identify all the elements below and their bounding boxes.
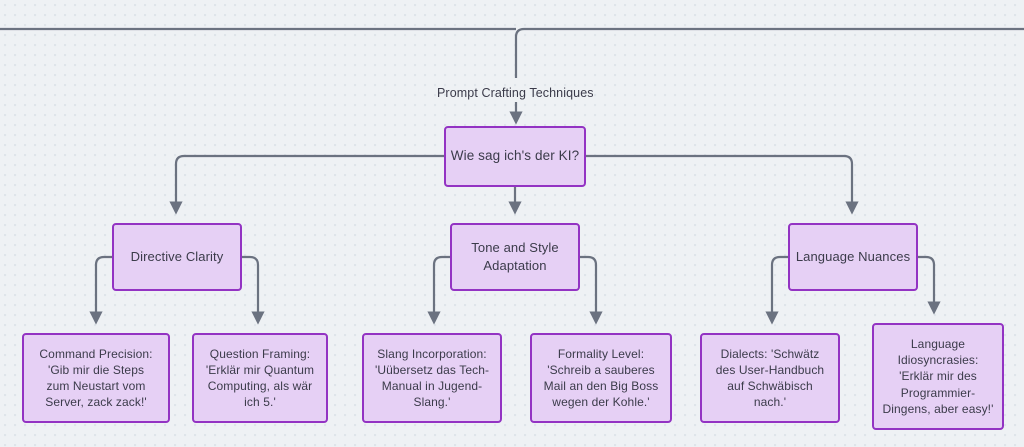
edge-branch-1-to-leaf-0 xyxy=(427,255,450,325)
edge-branch-0-to-leaf-1 xyxy=(242,255,265,325)
edge-branch-2-to-leaf-0 xyxy=(765,255,788,325)
edge-branch-1-to-leaf-1 xyxy=(580,255,603,325)
node-leaf-dialects[interactable]: Dialects: 'Schwätz des User-Handbuch auf… xyxy=(700,333,840,423)
node-leaf-question-framing[interactable]: Question Framing: 'Erklär mir Quantum Co… xyxy=(192,333,328,423)
node-leaf-language-idiosyncrasies[interactable]: Language Idiosyncrasies: 'Erklär mir des… xyxy=(872,323,1004,430)
edge-branch-0-to-leaf-0 xyxy=(89,255,112,325)
node-leaf-formality-level[interactable]: Formality Level: 'Schreib a sauberes Mai… xyxy=(530,333,672,423)
edge-top-rail xyxy=(514,27,1024,78)
node-branch-language-nuances[interactable]: Language Nuances xyxy=(788,223,918,291)
diagram-title-label: Prompt Crafting Techniques xyxy=(437,86,594,100)
node-branch-directive-clarity[interactable]: Directive Clarity xyxy=(112,223,242,291)
node-branch-tone-and-style-adaptation[interactable]: Tone and Style Adaptation xyxy=(450,223,580,291)
node-root[interactable]: Wie sag ich's der KI? xyxy=(444,126,586,187)
node-leaf-slang-incorporation[interactable]: Slang Incorporation: 'Uübersetz das Tech… xyxy=(362,333,502,423)
edge-root-to-branch-0 xyxy=(169,154,444,215)
edge-branch-2-to-leaf-1 xyxy=(918,255,941,315)
edge-root-to-branch-2 xyxy=(586,154,859,215)
node-leaf-command-precision[interactable]: Command Precision: 'Gib mir die Steps zu… xyxy=(22,333,170,423)
